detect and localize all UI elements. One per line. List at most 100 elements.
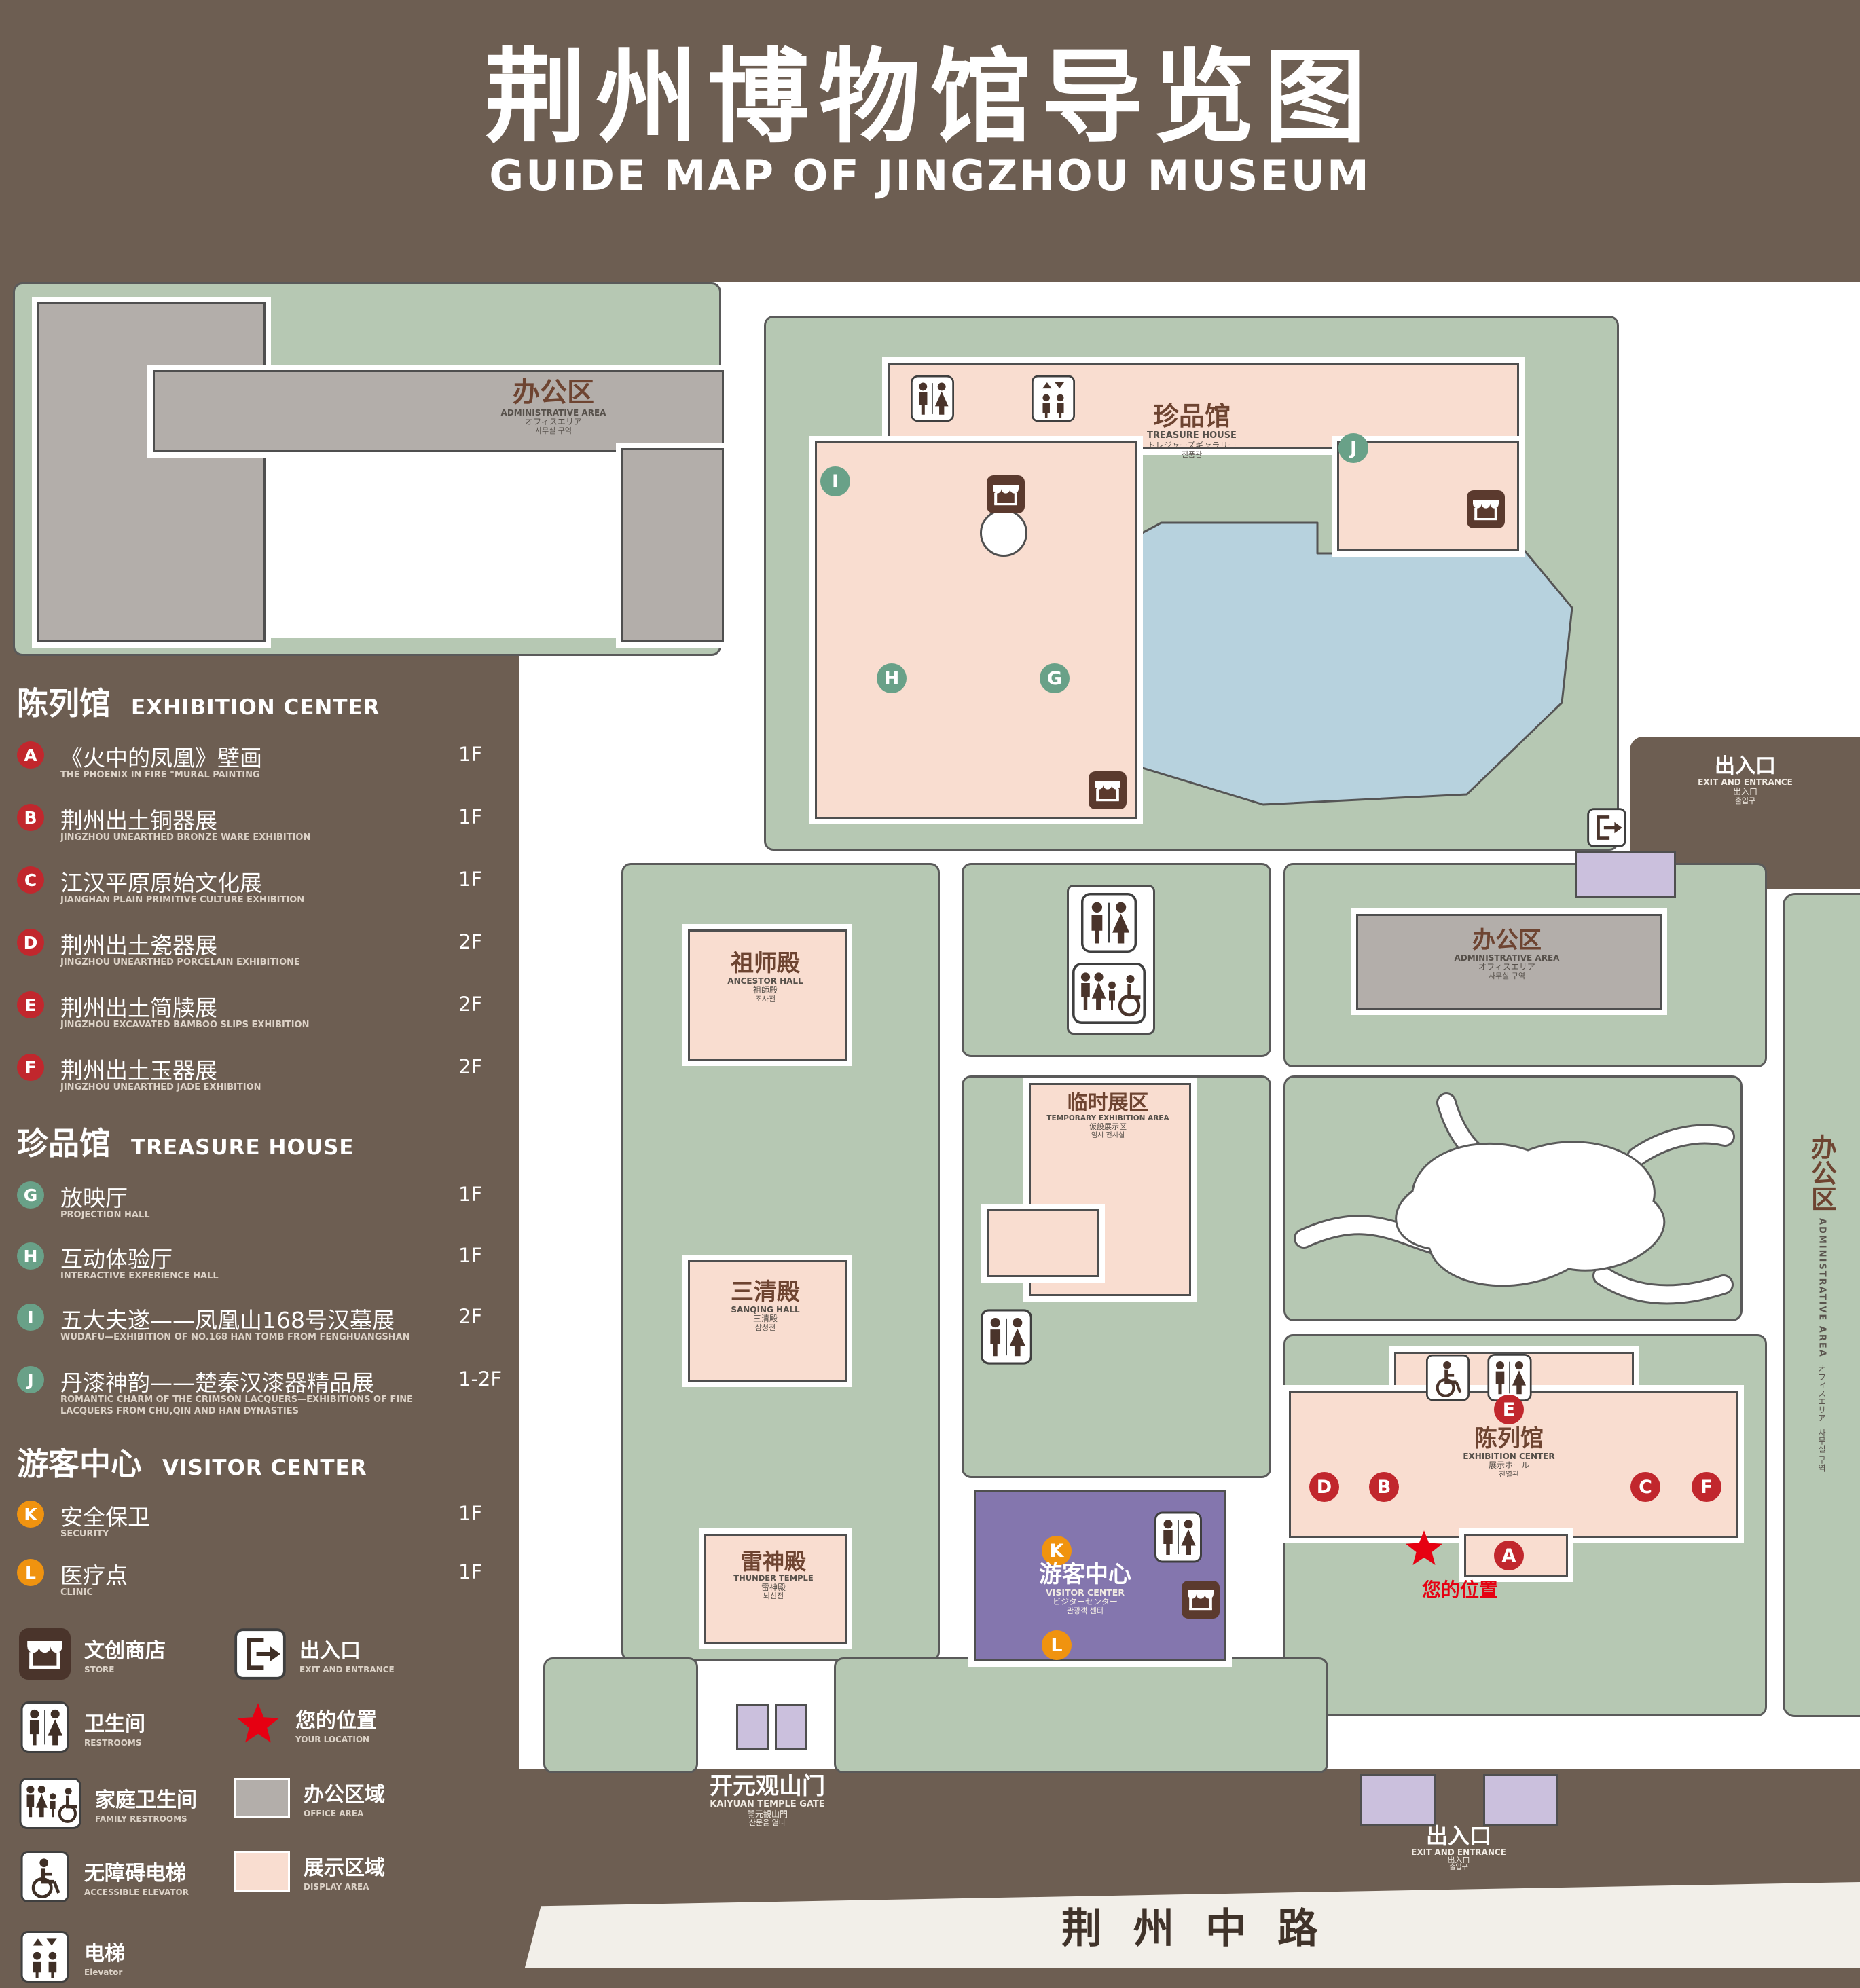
item-floor: 1F bbox=[458, 743, 483, 766]
item-floor: 2F bbox=[458, 930, 483, 953]
item-zh: 五大夫遂——凤凰山168号汉墓展 bbox=[60, 1307, 395, 1333]
item-floor: 2F bbox=[458, 1305, 483, 1328]
label-zh: 游客中心 bbox=[1039, 1561, 1131, 1588]
admin-nw-west-wing bbox=[37, 302, 266, 642]
item-floor: 1F bbox=[458, 1502, 483, 1525]
legend-marker-i: I bbox=[17, 1304, 44, 1331]
symbol-zh: 展示区域 bbox=[304, 1856, 385, 1880]
label-zh: 开元观山门 bbox=[710, 1773, 825, 1800]
item-zh: 安全保卫 bbox=[60, 1504, 150, 1530]
item-en: JINGZHOU UNEARTHED JADE EXHIBITION bbox=[60, 1082, 261, 1092]
symbol-en: Elevator bbox=[84, 1968, 123, 1977]
item-floor: 1F bbox=[458, 1244, 483, 1267]
ancestor-hall-building bbox=[688, 929, 847, 1061]
label-ko: 사무실 구역 bbox=[1488, 972, 1526, 981]
heading-en: VISITOR CENTER bbox=[162, 1456, 367, 1480]
restroom-icon bbox=[19, 1701, 71, 1753]
label-ja: 祖師殿 bbox=[752, 985, 778, 995]
item-zh: 江汉平原原始文化展 bbox=[60, 870, 262, 896]
restroom-icon bbox=[1080, 893, 1137, 953]
item-zh: 荆州出土简牍展 bbox=[60, 995, 217, 1021]
grounds-east-strip bbox=[1783, 893, 1860, 1717]
poster-title: 荆州博物馆导览图 bbox=[484, 39, 1376, 157]
poster-subtitle: GUIDE MAP OF JINGZHOU MUSEUM bbox=[489, 151, 1371, 200]
admin-nw-courtyard bbox=[261, 441, 624, 638]
map-marker-j: J bbox=[1338, 433, 1368, 463]
symbol-en: DISPLAY AREA bbox=[304, 1882, 369, 1892]
label-ko: 사무실 구역 bbox=[1817, 1429, 1827, 1472]
label-ja: 雷神殿 bbox=[761, 1582, 786, 1592]
thunder-temple-label: 雷神殿 THUNDER TEMPLE 雷神殿 뇌신전 bbox=[708, 1549, 839, 1601]
item-zh: 荆州出土玉器展 bbox=[60, 1057, 217, 1084]
symbol-en: EXIT AND ENTRANCE bbox=[299, 1665, 395, 1674]
map-marker-f: F bbox=[1692, 1472, 1721, 1502]
legend-marker-e: E bbox=[17, 991, 44, 1018]
label-ko: 사무실 구역 bbox=[534, 426, 572, 435]
item-en: WUDAFU—EXHIBITION OF NO.168 HAN TOMB FRO… bbox=[60, 1332, 410, 1342]
legend-symbol-restroom: 卫生间 RESTROOMS bbox=[19, 1701, 145, 1753]
admin-east-label: 办公区 ADMINISTRATIVE AREA オフィスエリア 사무실 구역 bbox=[1383, 927, 1630, 981]
elevator-icon bbox=[19, 1931, 71, 1983]
item-en: JINGZHOU UNEARTHED BRONZE WARE EXHIBITIO… bbox=[60, 832, 311, 843]
treasure-house-west-wing bbox=[815, 441, 1137, 819]
label-ko: 관광객 센터 bbox=[1066, 1606, 1104, 1615]
symbol-en: RESTROOMS bbox=[84, 1738, 142, 1748]
label-ja: ビジターセンター bbox=[1053, 1597, 1118, 1606]
item-floor: 2F bbox=[458, 1055, 483, 1078]
your-location-label: 您的位置 bbox=[1421, 1579, 1498, 1601]
symbol-zh: 办公区域 bbox=[304, 1783, 385, 1807]
label-ko: 산문을 열다 bbox=[748, 1818, 786, 1828]
map-marker-b: B bbox=[1369, 1472, 1399, 1502]
admin-nw-north-wing bbox=[153, 370, 724, 452]
store-annex bbox=[987, 1209, 1099, 1277]
restroom-icon bbox=[911, 375, 954, 422]
item-zh: 荆州出土铜器展 bbox=[60, 807, 217, 834]
label-zh: 祖师殿 bbox=[731, 950, 800, 977]
label-en: THUNDER TEMPLE bbox=[733, 1573, 814, 1583]
symbol-zh: 电梯 bbox=[84, 1942, 125, 1966]
item-en: JINGZHOU UNEARTHED PORCELAIN EXHIBITIONE bbox=[60, 957, 300, 968]
label-en: ADMINISTRATIVE AREA bbox=[500, 407, 606, 418]
legend-heading-treasure: 珍品馆 TREASURE HOUSE bbox=[17, 1119, 354, 1164]
elevator-icon bbox=[1032, 375, 1075, 422]
item-en: JINGZHOU EXCAVATED BAMBOO SLIPS EXHIBITI… bbox=[60, 1020, 310, 1030]
restroom-icon bbox=[981, 1309, 1032, 1365]
label-ja: 三清殿 bbox=[752, 1314, 778, 1324]
label-en: SANQING HALL bbox=[731, 1304, 800, 1314]
symbol-zh: 卫生间 bbox=[84, 1712, 145, 1736]
label-ko: 임시 전시실 bbox=[1091, 1131, 1125, 1139]
map-marker-h: H bbox=[877, 663, 907, 693]
label-zh: 出入口 bbox=[1715, 754, 1776, 778]
label-en: ANCESTOR HALL bbox=[727, 976, 803, 986]
family-restroom-icon bbox=[1072, 963, 1146, 1024]
road-label: 荆州中路 bbox=[1061, 1904, 1349, 1953]
item-floor: 1F bbox=[458, 868, 483, 891]
label-en: ADMINISTRATIVE AREA bbox=[1817, 1218, 1827, 1358]
gate-pillar-right bbox=[775, 1704, 807, 1750]
item-en: SECURITY bbox=[60, 1529, 109, 1539]
heading-en: TREASURE HOUSE bbox=[131, 1135, 354, 1160]
store-icon bbox=[19, 1628, 71, 1680]
item-floor: 1F bbox=[458, 805, 483, 828]
sanqing-hall-building bbox=[688, 1260, 847, 1382]
legend-marker-b: B bbox=[17, 804, 44, 831]
east-entrance-building bbox=[1575, 851, 1676, 898]
legend-symbol-display-area: 展示区域 DISPLAY AREA bbox=[234, 1851, 385, 1892]
label-en: EXIT AND ENTRANCE bbox=[1698, 777, 1793, 788]
symbol-en: FAMILY RESTROOMS bbox=[95, 1814, 187, 1824]
item-en: ROMANTIC CHARM OF THE CRIMSON LACQUERS—E… bbox=[60, 1395, 413, 1416]
map-marker-k: K bbox=[1042, 1536, 1072, 1566]
label-zh: 陈列馆 bbox=[1474, 1425, 1544, 1452]
legend-marker-a: A bbox=[17, 741, 44, 769]
label-en: ADMINISTRATIVE AREA bbox=[1454, 953, 1560, 963]
admin-nw-label: 办公区 ADMINISTRATIVE AREA オフィスエリア 사무실 구역 bbox=[441, 377, 665, 435]
map-marker-i: I bbox=[820, 466, 850, 496]
label-ja: 展示ホール bbox=[1488, 1460, 1529, 1471]
location-star-icon bbox=[1404, 1529, 1444, 1568]
label-zh: 办公区 bbox=[513, 377, 594, 408]
legend-marker-l: L bbox=[17, 1559, 44, 1586]
store-icon bbox=[987, 475, 1025, 513]
south-entrance-left bbox=[1360, 1774, 1436, 1826]
